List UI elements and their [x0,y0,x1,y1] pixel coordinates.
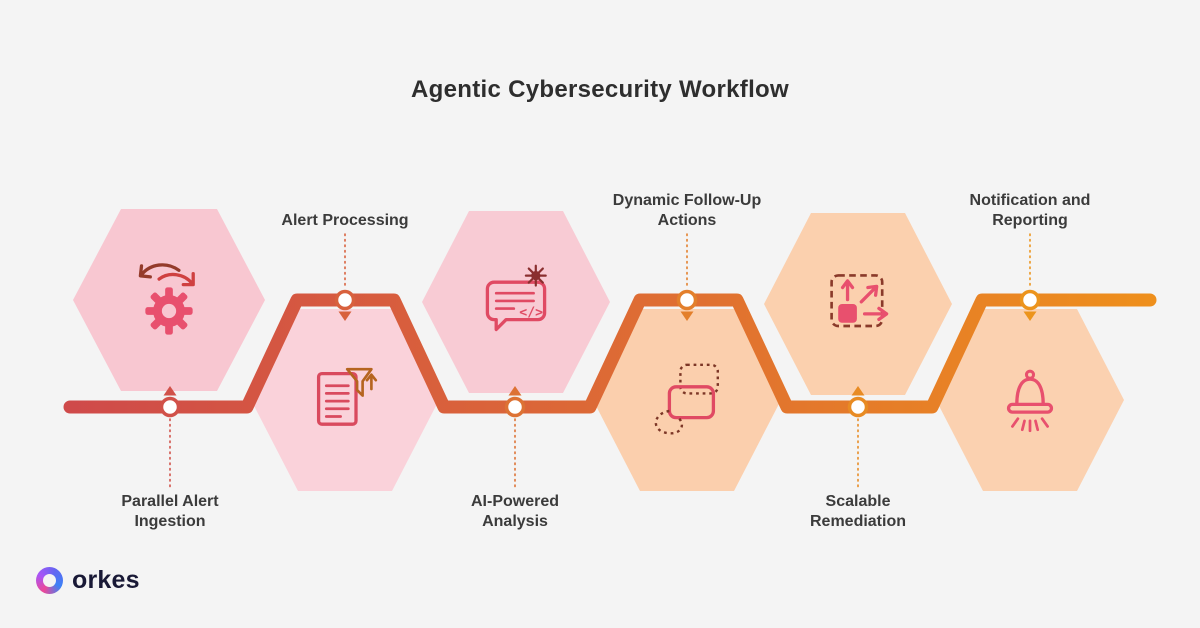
step-label-alert-processing: Alert Processing [281,212,409,229]
arrow-step-6 [1023,311,1037,321]
diagram-title: Agentic Cybersecurity Workflow [411,76,789,103]
linked-actions-icon [654,363,720,435]
step-label-ai-powered-analysis: AI-Powered Analysis [470,493,559,531]
step-node-2 [334,289,356,311]
step-label-notification-and-reporting: Notification and Reporting [969,192,1091,230]
alert-bell-icon [1006,369,1054,433]
document-filter-icon [316,367,378,426]
connector-path [63,293,1157,414]
step-node-4 [676,289,698,311]
step-node-5 [847,396,869,418]
orkes-logo-text: orkes [72,566,140,594]
arrow-step-2 [338,311,352,321]
arrow-step-5 [851,386,865,396]
chat-code-threat-icon: </> [485,264,547,332]
step-node-6 [1019,289,1041,311]
orkes-logo-icon [36,567,63,594]
arrow-step-3 [508,386,522,396]
arrow-step-1 [163,386,177,396]
step-label-scalable-remediation: Scalable Remediation [809,493,906,531]
scale-out-icon [830,274,889,328]
step-label-dynamic-follow-up-actions: Dynamic Follow-Up Actions [612,192,762,230]
arrow-step-4 [680,311,694,321]
orkes-logo: orkes [36,566,140,595]
step-label-parallel-alert-ingestion: Parallel Alert Ingestion [121,493,219,531]
step-node-1 [159,396,181,418]
code-glyph: </> [519,305,543,320]
rotation-arrows-gear-icon [138,263,195,335]
step-node-3 [504,396,526,418]
